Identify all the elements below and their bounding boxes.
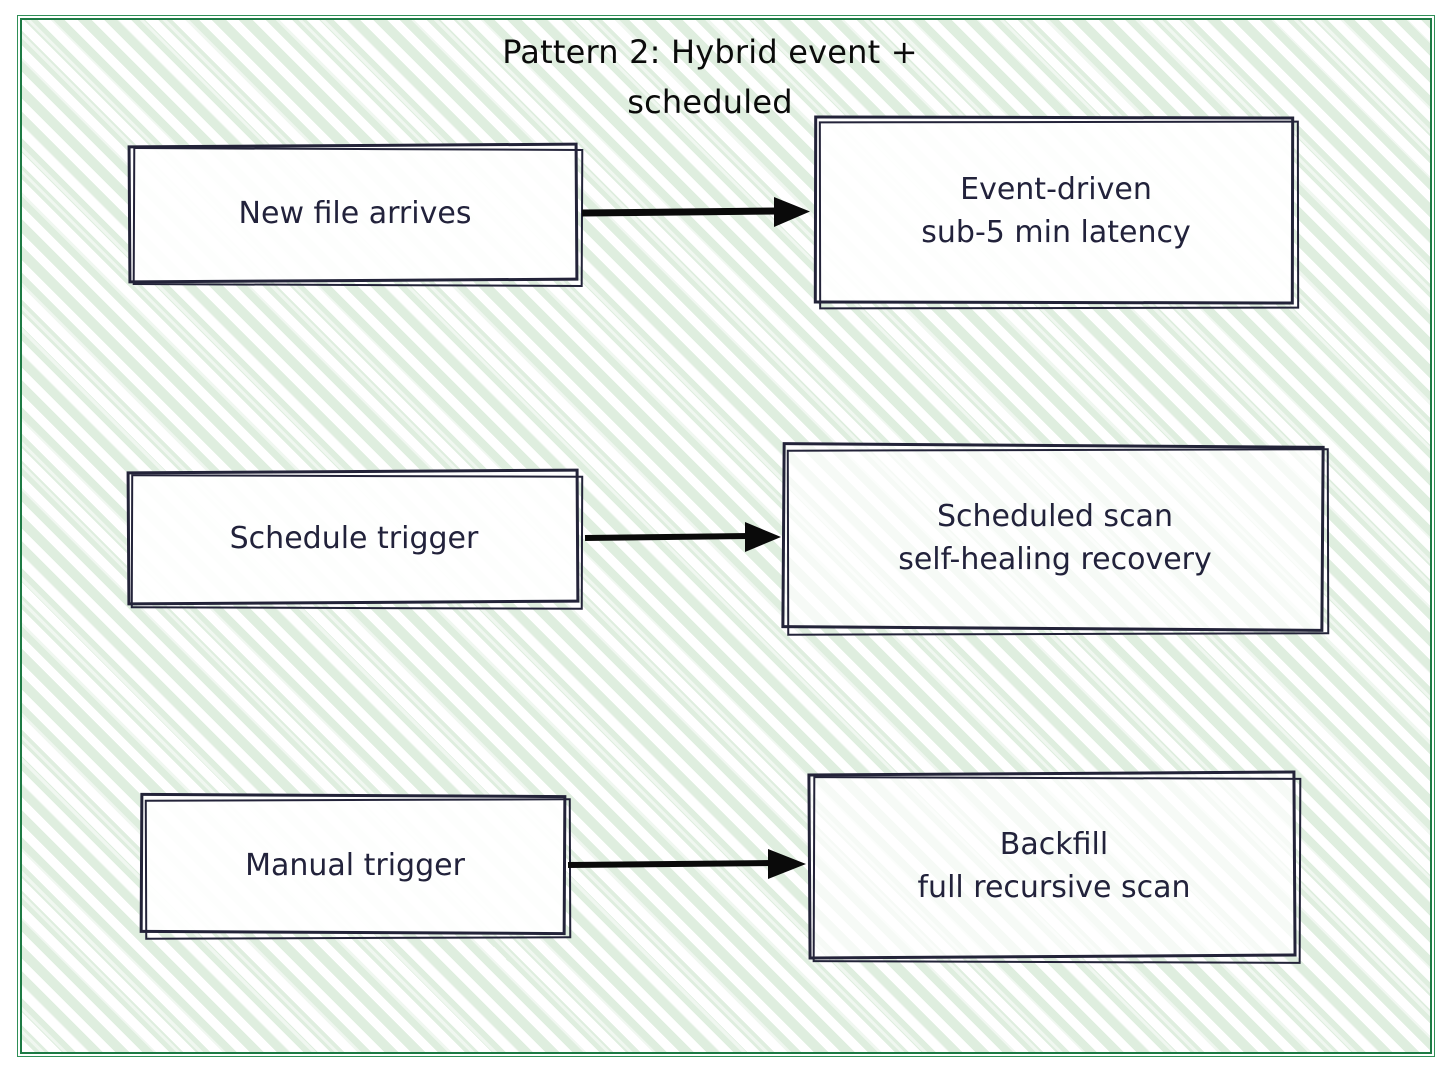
node-label: Scheduled scan self-healing recovery	[898, 499, 1212, 577]
edge-schedule-to-scan[interactable]	[583, 516, 793, 561]
diagram-title: Pattern 2: Hybrid event + scheduled	[502, 33, 918, 121]
edge-newfile-to-event[interactable]	[578, 190, 818, 235]
node-schedule-trigger[interactable]: Schedule trigger	[126, 468, 584, 610]
node-label: New file arrives	[238, 195, 472, 231]
node-label: Event-driven sub-5 min latency	[921, 172, 1191, 250]
node-manual-trigger[interactable]: Manual trigger	[139, 792, 572, 940]
node-scheduled-scan[interactable]: Scheduled scan self-healing recovery	[781, 442, 1330, 636]
node-new-file-arrives[interactable]: New file arrives	[127, 142, 584, 287]
node-label: Manual trigger	[245, 847, 465, 883]
node-label: Schedule trigger	[229, 520, 479, 556]
node-event-driven[interactable]: Event-driven sub-5 min latency	[813, 115, 1300, 310]
edge-manual-to-backfill[interactable]	[566, 843, 816, 888]
node-backfill[interactable]: Backfill full recursive scan	[807, 770, 1302, 964]
node-label: Backfill full recursive scan	[917, 827, 1191, 905]
